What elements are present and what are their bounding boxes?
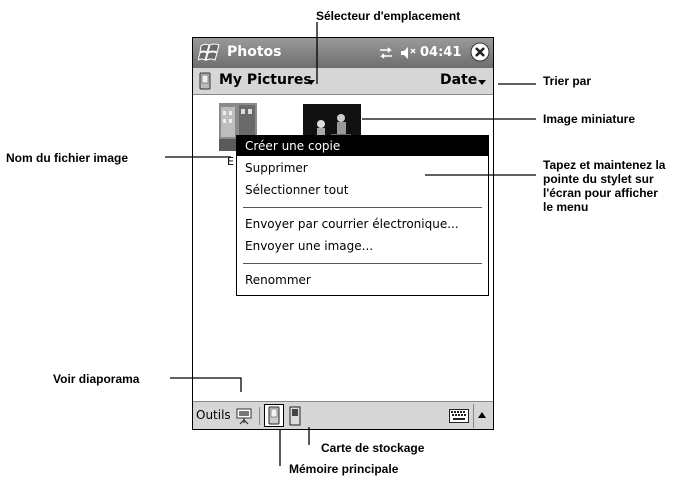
clock[interactable]: 04:41	[420, 45, 462, 60]
callout-line-slideshow	[170, 377, 242, 392]
device-memory-icon	[199, 72, 211, 90]
callout-sort-by: Trier par	[543, 74, 592, 88]
title-bar: Photos 04:41	[193, 38, 493, 68]
connectivity-icon[interactable]	[378, 46, 394, 60]
tools-menu[interactable]: Outils	[196, 408, 231, 422]
slideshow-icon[interactable]	[235, 407, 253, 425]
callout-main-memory: Mémoire principale	[289, 462, 399, 476]
chevron-down-icon[interactable]	[307, 80, 315, 85]
chevron-up-icon[interactable]	[478, 412, 486, 418]
volume-icon[interactable]	[399, 45, 417, 61]
menu-item-select-all[interactable]: Sélectionner tout	[245, 183, 349, 197]
main-memory-icon	[268, 406, 280, 425]
callout-tap-hold-2: pointe du stylet sur	[543, 172, 654, 186]
toolbar-separator	[473, 404, 474, 428]
callout-tap-hold-4: le menu	[543, 200, 589, 214]
location-bar: My Pictures Date	[193, 68, 493, 95]
chevron-down-icon[interactable]	[478, 80, 486, 85]
menu-separator	[243, 263, 482, 264]
callout-file-name: Nom du fichier image	[6, 151, 129, 165]
sort-by-selector[interactable]: Date	[440, 72, 478, 88]
callout-tap-hold-1: Tapez et maintenez la	[543, 158, 666, 172]
menu-item-send-email[interactable]: Envoyer par courrier électronique...	[245, 217, 459, 231]
menu-separator	[243, 207, 482, 208]
menu-item-rename[interactable]: Renommer	[245, 273, 311, 287]
menu-item-send-image[interactable]: Envoyer une image...	[245, 239, 374, 253]
image-file-name[interactable]: E	[227, 155, 234, 168]
app-title: Photos	[227, 44, 282, 60]
location-selector[interactable]: My Pictures	[219, 72, 312, 88]
main-memory-button[interactable]	[264, 404, 284, 427]
close-button[interactable]	[470, 42, 490, 62]
context-menu: Créer une copie Supprimer Sélectionner t…	[236, 135, 489, 296]
callout-location-selector: Sélecteur d'emplacement	[316, 9, 461, 23]
callout-storage-card: Carte de stockage	[321, 441, 425, 455]
toolbar-separator	[259, 407, 260, 425]
callout-slideshow: Voir diaporama	[53, 372, 140, 386]
callout-thumbnail: Image miniature	[543, 112, 636, 126]
menu-item-delete[interactable]: Supprimer	[245, 161, 308, 175]
windows-start-icon[interactable]	[198, 41, 222, 63]
callout-tap-hold-3: l'écran pour afficher	[543, 186, 658, 200]
menu-item-create-copy[interactable]: Créer une copie	[237, 136, 488, 156]
pocket-pc-screen: Photos 04:41 My Pictures Date	[192, 37, 494, 430]
keyboard-icon[interactable]	[449, 409, 469, 423]
storage-card-icon[interactable]	[288, 406, 302, 426]
command-bar: Outils	[193, 401, 493, 429]
